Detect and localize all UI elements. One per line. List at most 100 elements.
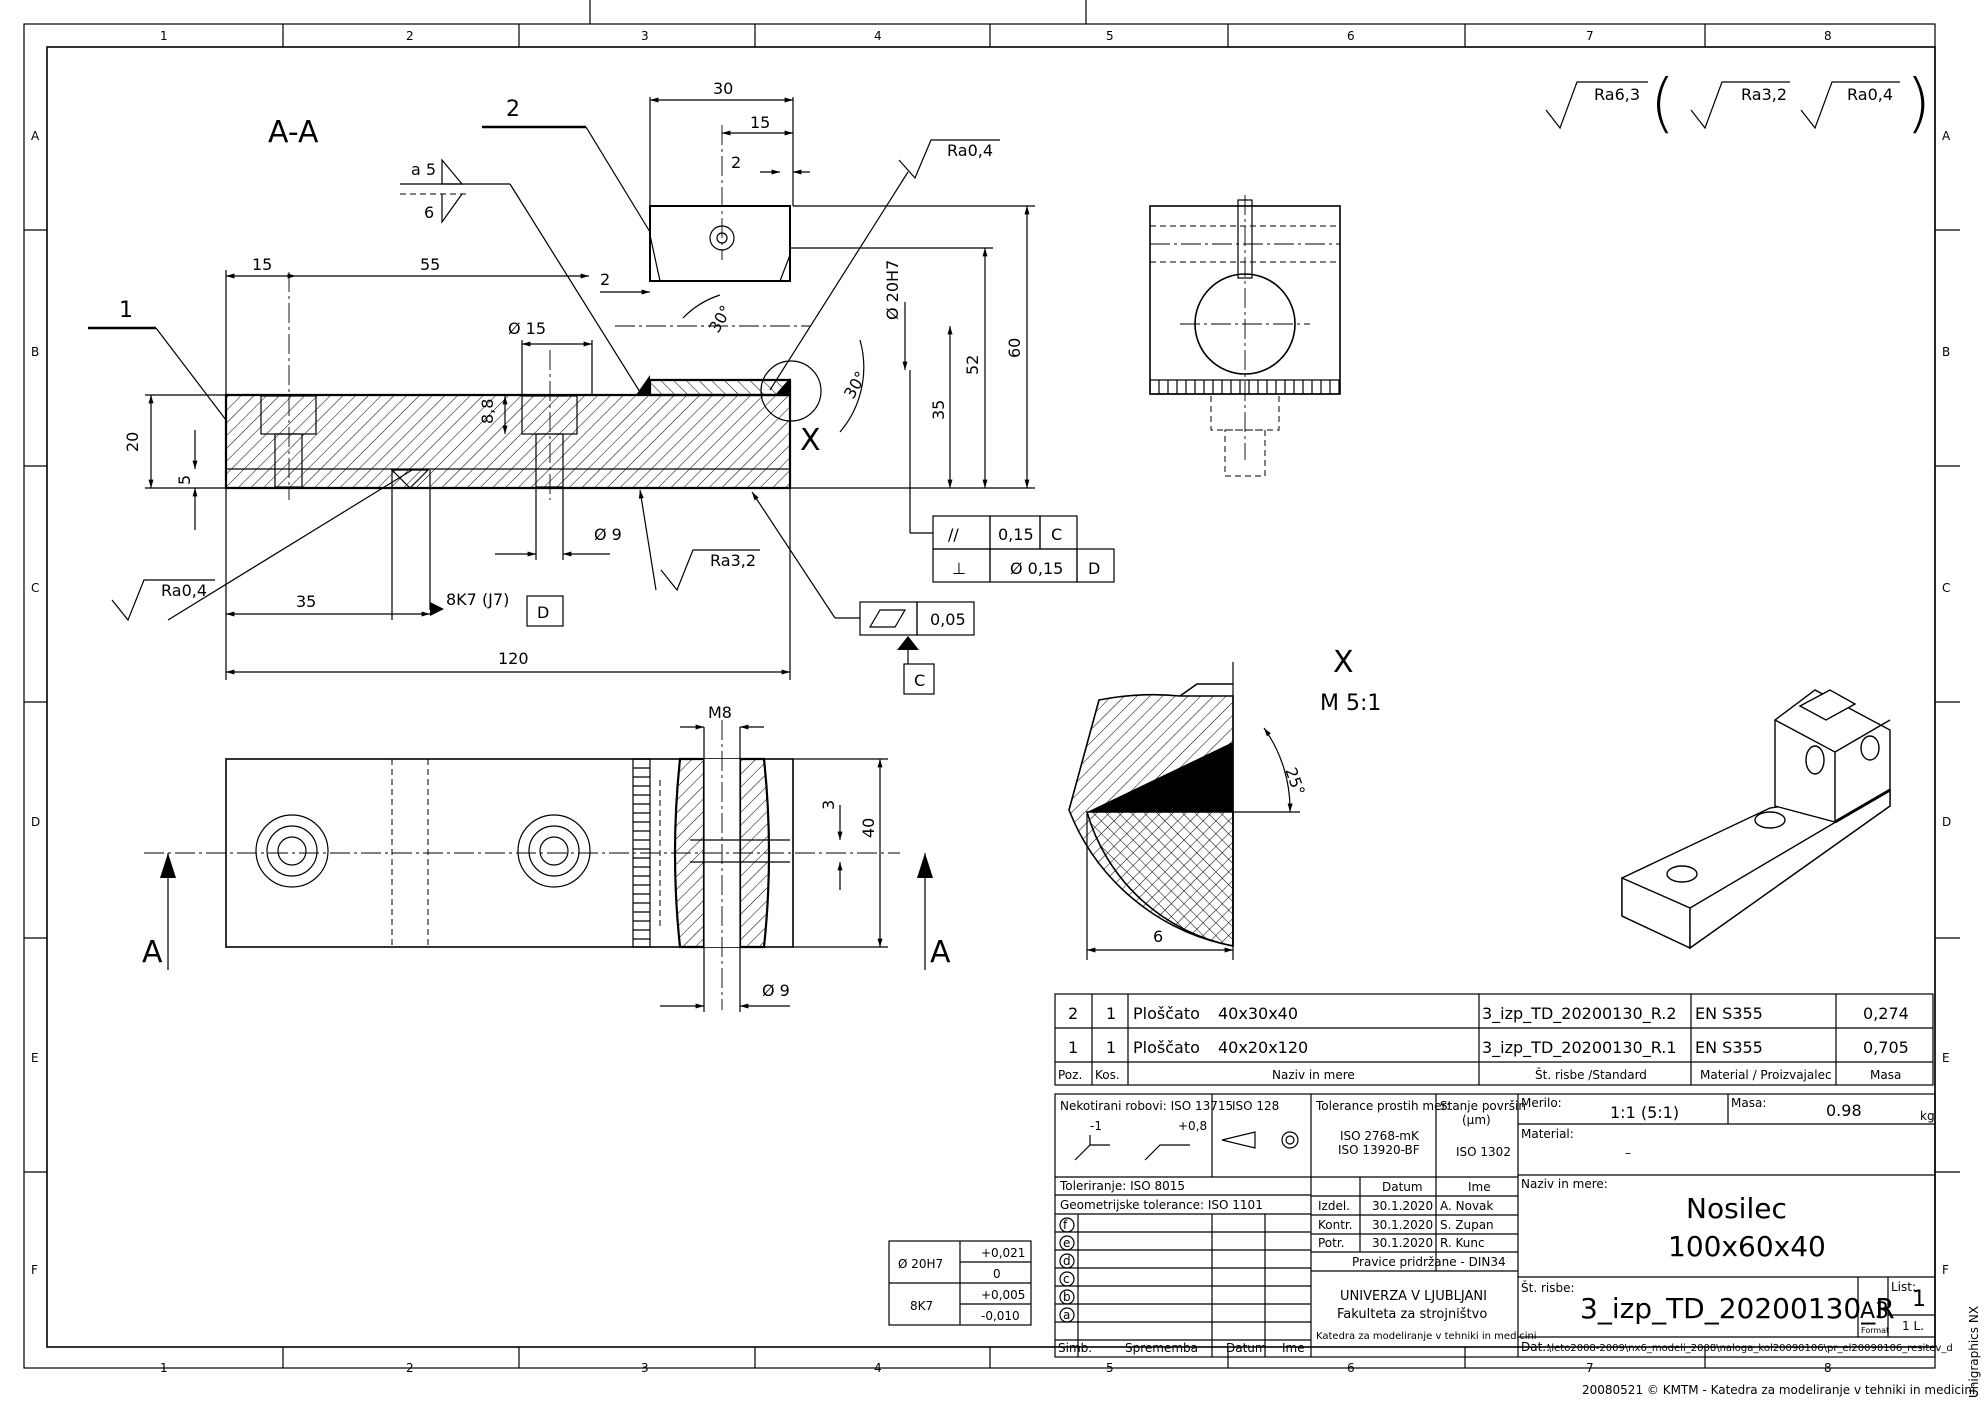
tb-approval-row: Potr. 30.1.2020 R. Kunc bbox=[1318, 1236, 1485, 1250]
row-label: B bbox=[31, 345, 39, 359]
tb-material-lbl: Material: bbox=[1521, 1127, 1574, 1141]
tb-dat-lbl: Dat.: bbox=[1521, 1340, 1550, 1354]
svg-text:3_izp_TD_20200130_R.2: 3_izp_TD_20200130_R.2 bbox=[1482, 1004, 1677, 1024]
col-label: 8 bbox=[1824, 1361, 1832, 1375]
ra-main: Ra6,3 bbox=[1594, 85, 1640, 104]
col-label: 2 bbox=[406, 29, 414, 43]
general-roughness: Ra6,3 ( Ra3,2 Ra0,4 ) bbox=[1545, 67, 1931, 141]
svg-text:f: f bbox=[1063, 1218, 1068, 1232]
svg-text:c: c bbox=[1063, 1272, 1070, 1286]
tb-tol-free: Tolerance prostih mer: bbox=[1315, 1099, 1450, 1113]
tb-surface-unit: (µm) bbox=[1462, 1113, 1491, 1127]
tb-mass-lbl: Masa: bbox=[1731, 1096, 1766, 1110]
fit-h7-upper: +0,021 bbox=[981, 1246, 1025, 1260]
tb-surface: Stanje površin bbox=[1440, 1099, 1526, 1113]
ra32: Ra3,2 bbox=[710, 551, 756, 570]
col-label: 4 bbox=[874, 1361, 882, 1375]
svg-text:(: ( bbox=[1650, 67, 1675, 141]
ra04-top: Ra0,4 bbox=[947, 141, 993, 160]
dim-120: 120 bbox=[498, 649, 529, 668]
tb-surface-std: ISO 1302 bbox=[1456, 1145, 1511, 1159]
dim-40: 40 bbox=[859, 818, 878, 838]
svg-text:30.1.2020: 30.1.2020 bbox=[1372, 1218, 1433, 1232]
fit-k7: 8K7 bbox=[910, 1299, 933, 1313]
svg-text:b: b bbox=[1063, 1290, 1071, 1304]
row-label: D bbox=[31, 815, 40, 829]
bom-h-mass: Masa bbox=[1870, 1068, 1901, 1082]
sheet-frame bbox=[23, 0, 1960, 1369]
section-a-right: A bbox=[930, 935, 951, 970]
tb-tol-std2: ISO 13920-BF bbox=[1338, 1143, 1420, 1157]
tb-col-name: Ime bbox=[1468, 1180, 1491, 1194]
col-label: 6 bbox=[1347, 29, 1355, 43]
row-labels: A B C D E F A B C D E F bbox=[31, 129, 1951, 1277]
dim-30: 30 bbox=[713, 79, 733, 98]
tb-dat-path: \leto2008-2009\nx6_modeli_2008\naloga_ko… bbox=[1548, 1343, 1953, 1354]
tb-scale-lbl: Merilo: bbox=[1521, 1096, 1562, 1110]
col-label: 5 bbox=[1106, 1361, 1114, 1375]
dim-phi20h7: Ø 20H7 bbox=[883, 260, 902, 320]
svg-text:3_izp_TD_20200130_R.1: 3_izp_TD_20200130_R.1 bbox=[1482, 1038, 1677, 1058]
tb-list-total: 1 L. bbox=[1902, 1319, 1924, 1333]
dim-2-left: 2 bbox=[600, 270, 610, 289]
row-label: D bbox=[1942, 815, 1951, 829]
dim-phi9-top: Ø 9 bbox=[762, 981, 790, 1000]
fit-k7-lower: -0,010 bbox=[981, 1309, 1020, 1323]
tb-list-val: 1 bbox=[1912, 1287, 1926, 1312]
dim-5: 5 bbox=[175, 475, 194, 485]
tb-edge-minus: -1 bbox=[1090, 1119, 1102, 1133]
roughness-symbols: Ra0,4 Ra0,4 Ra3,2 bbox=[111, 139, 1000, 622]
angle-30-2: 30° bbox=[840, 368, 871, 402]
svg-text:1: 1 bbox=[1106, 1038, 1116, 1057]
row-label: F bbox=[31, 1263, 38, 1277]
tb-edge-plus: +0,8 bbox=[1178, 1119, 1207, 1133]
bom-h-drawing: Št. risbe /Standard bbox=[1535, 1067, 1647, 1082]
row-label: A bbox=[1942, 129, 1951, 143]
detail-dim-6: 6 bbox=[1153, 927, 1163, 946]
tb-st-risbe-lbl: Št. risbe: bbox=[1521, 1280, 1575, 1295]
parallel-val: 0,15 bbox=[998, 525, 1034, 544]
ra-r1: Ra3,2 bbox=[1741, 85, 1787, 104]
bom-h-qty: Kos. bbox=[1095, 1068, 1120, 1082]
svg-text:2: 2 bbox=[1068, 1004, 1078, 1023]
col-label: 1 bbox=[160, 29, 168, 43]
col-label: 7 bbox=[1586, 1361, 1594, 1375]
side-note: Unigraphics NX bbox=[1967, 1306, 1981, 1398]
dimensions: 30 15 2 2 15 55 Ø 15 8,8 20 5 35 bbox=[123, 79, 1035, 680]
bom-row: 1 1 Ploščato 40x20x120 3_izp_TD_20200130… bbox=[1068, 1038, 1909, 1058]
fit-8k7: 8K7 (J7) bbox=[446, 590, 509, 609]
svg-text:30.1.2020: 30.1.2020 bbox=[1372, 1199, 1433, 1213]
svg-text:1: 1 bbox=[1068, 1038, 1078, 1057]
datum-d: D bbox=[537, 603, 549, 622]
tb-list-lbl: List: bbox=[1891, 1280, 1916, 1294]
column-labels: 1 2 3 4 5 6 7 8 1 2 3 4 5 6 7 8 bbox=[160, 29, 1832, 1375]
row-label: C bbox=[1942, 581, 1950, 595]
svg-text:0,705: 0,705 bbox=[1863, 1038, 1909, 1057]
tb-material-val: – bbox=[1625, 1146, 1631, 1160]
col-label: 6 bbox=[1347, 1361, 1355, 1375]
tb-naziv-2: 100x60x40 bbox=[1668, 1230, 1826, 1263]
detail-title: X bbox=[1333, 645, 1354, 680]
tb-rev-simb: Simb. bbox=[1058, 1341, 1092, 1355]
dim-60: 60 bbox=[1005, 338, 1024, 358]
ra-r2: Ra0,4 bbox=[1847, 85, 1893, 104]
tb-geom-tol: Geometrijske tolerance: ISO 1101 bbox=[1060, 1198, 1263, 1212]
dim-phi9: Ø 9 bbox=[594, 525, 622, 544]
ra04-left: Ra0,4 bbox=[161, 581, 207, 600]
dim-52: 52 bbox=[963, 355, 982, 375]
tb-tol-std1: ISO 2768-mK bbox=[1340, 1129, 1420, 1143]
detail-view: X M 5:1 6 25° bbox=[1068, 645, 1381, 960]
col-label: 5 bbox=[1106, 29, 1114, 43]
isometric-view bbox=[1621, 689, 1891, 950]
tb-approval-row: Izdel. 30.1.2020 A. Novak bbox=[1318, 1199, 1493, 1213]
row-label: E bbox=[1942, 1051, 1950, 1065]
svg-text:0,274: 0,274 bbox=[1863, 1004, 1909, 1023]
svg-text:1: 1 bbox=[1106, 1004, 1116, 1023]
col-label: 7 bbox=[1586, 29, 1594, 43]
svg-text:e: e bbox=[1063, 1236, 1070, 1250]
perp-val: Ø 0,15 bbox=[1010, 559, 1063, 578]
tb-scale-val: 1:1 (5:1) bbox=[1610, 1103, 1679, 1122]
tb-rules: Pravice pridržane - DIN34 bbox=[1352, 1255, 1506, 1269]
tb-naziv-1: Nosilec bbox=[1686, 1192, 1787, 1225]
